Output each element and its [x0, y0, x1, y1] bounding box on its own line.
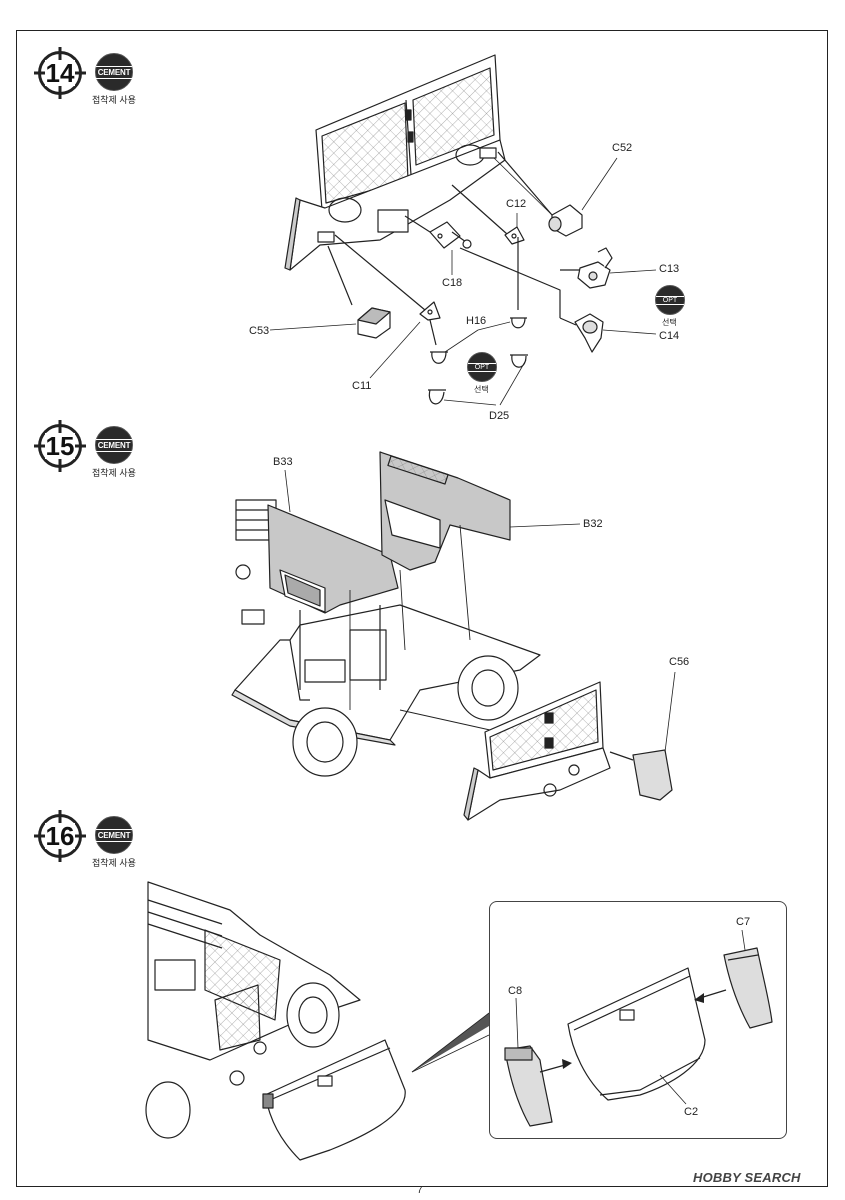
step-15-number: 15 [38, 424, 82, 468]
step-15-cement-icon: CEMENT [95, 426, 133, 464]
part-label-c18: C18 [442, 277, 463, 289]
step-16-cement-caption: 접착제 사용 [92, 858, 136, 868]
fender-assembled [262, 1039, 406, 1161]
page-frame [16, 30, 828, 1187]
detail-inset [489, 901, 787, 1139]
b33-part [267, 504, 399, 614]
c2-part [567, 967, 706, 1101]
part-label-d25: D25 [489, 410, 510, 422]
c56-part [609, 749, 673, 801]
opt-badge-c13-c14: OPT [655, 285, 685, 315]
step-16-cement-icon: CEMENT [95, 816, 133, 854]
c53-part [357, 307, 391, 339]
opt-badge-h16-d25: OPT [467, 352, 497, 382]
step-14-cement-caption: 접착제 사용 [92, 95, 136, 105]
part-label-c8: C8 [508, 985, 523, 997]
step-14-cement-icon: CEMENT [95, 53, 133, 91]
c8-part [504, 1045, 553, 1127]
c18-part [429, 221, 472, 249]
watermark: HOBBY SEARCH [693, 1170, 801, 1185]
step-15-drawing [231, 451, 673, 821]
part-label-c13: C13 [659, 263, 680, 275]
step-16-number: 16 [38, 814, 82, 858]
step-14-number: 14 [38, 51, 82, 95]
c13-part [577, 247, 613, 289]
step-14-drawing [284, 54, 613, 405]
part-label-c12: C12 [506, 198, 527, 210]
part-label-c14: C14 [659, 330, 680, 342]
part-label-c56: C56 [669, 656, 690, 668]
c7-part [723, 947, 773, 1029]
part-label-c7: C7 [736, 916, 751, 928]
part-label-b32: B32 [583, 518, 603, 530]
page-number: 7 [417, 1185, 423, 1196]
c52-part [548, 204, 583, 237]
part-label-h16: H16 [466, 315, 487, 327]
part-label-c11: C11 [352, 380, 372, 392]
opt-caption-h16-d25: 선택 [474, 385, 489, 394]
c14-part [574, 313, 604, 353]
part-label-c2: C2 [684, 1106, 699, 1118]
part-label-c52: C52 [612, 142, 633, 154]
step-16-drawing [145, 881, 490, 1161]
step-15-cement-caption: 접착제 사용 [92, 468, 136, 478]
part-label-b33: B33 [273, 456, 293, 468]
opt-caption-c13-c14: 선택 [662, 318, 677, 327]
part-label-c53: C53 [249, 325, 270, 337]
inset-drawing [504, 929, 773, 1127]
b32-part [379, 451, 511, 571]
